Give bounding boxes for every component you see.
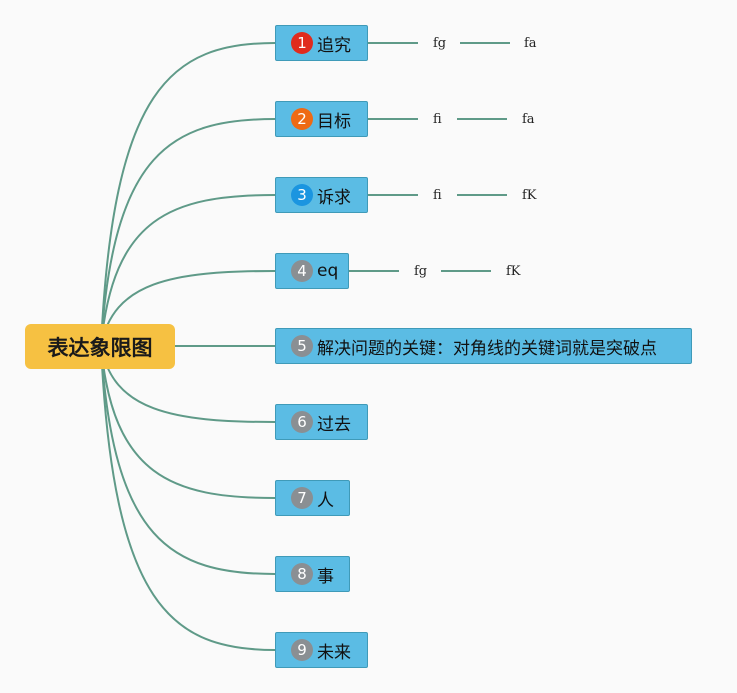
topic-4-label: eq [317,261,339,281]
topic-5-label: 解决问题的关键：对角线的关键词就是突破点 [317,338,657,359]
topic-8-label: 事 [317,566,334,587]
topic-6-guoqu[interactable]: 6 过去 [275,404,368,440]
topic-2-label: 目标 [317,111,351,132]
branch-line-7 [100,345,276,499]
topic-7-ren[interactable]: 7 人 [275,480,350,516]
topic-9-label: 未来 [317,642,351,663]
number-badge-7: 7 [291,487,313,509]
topic-1-zhuijiu[interactable]: 1 追究 [275,25,368,61]
subtopic-1-a[interactable]: fg [433,36,447,51]
subtopic-1-b[interactable]: fa [524,36,537,51]
number-badge-2: 2 [291,108,313,130]
branch-line-2 [100,118,276,347]
topic-1-label: 追究 [317,35,351,56]
number-badge-9: 9 [291,639,313,661]
branch-line-3 [100,194,276,347]
topic-4-eq[interactable]: 4 eq [275,253,349,289]
central-topic[interactable]: 表达象限图 [25,324,175,369]
number-badge-8: 8 [291,563,313,585]
branch-line-1 [100,42,276,347]
topic-3-label: 诉求 [317,187,351,208]
topic-5-key-to-problem[interactable]: 5 解决问题的关键：对角线的关键词就是突破点 [275,328,692,364]
subtopic-3-a[interactable]: fi [433,188,442,203]
topic-8-shi[interactable]: 8 事 [275,556,350,592]
number-badge-1: 1 [291,32,313,54]
subtopic-3-b[interactable]: fK [522,188,537,203]
branch-line-9 [100,345,276,651]
number-badge-4: 4 [291,260,313,282]
number-badge-6: 6 [291,411,313,433]
subtopic-4-a[interactable]: fg [414,264,428,279]
subtopic-4-b[interactable]: fK [506,264,521,279]
subtopic-2-b[interactable]: fa [522,112,535,127]
subtopic-2-a[interactable]: fi [433,112,442,127]
number-badge-5: 5 [291,335,313,357]
topic-7-label: 人 [317,490,334,511]
topic-2-mubiao[interactable]: 2 目标 [275,101,368,137]
topic-3-suqiu[interactable]: 3 诉求 [275,177,368,213]
topic-6-label: 过去 [317,414,351,435]
number-badge-3: 3 [291,184,313,206]
branch-line-8 [100,345,276,575]
topic-9-weilai[interactable]: 9 未来 [275,632,368,668]
